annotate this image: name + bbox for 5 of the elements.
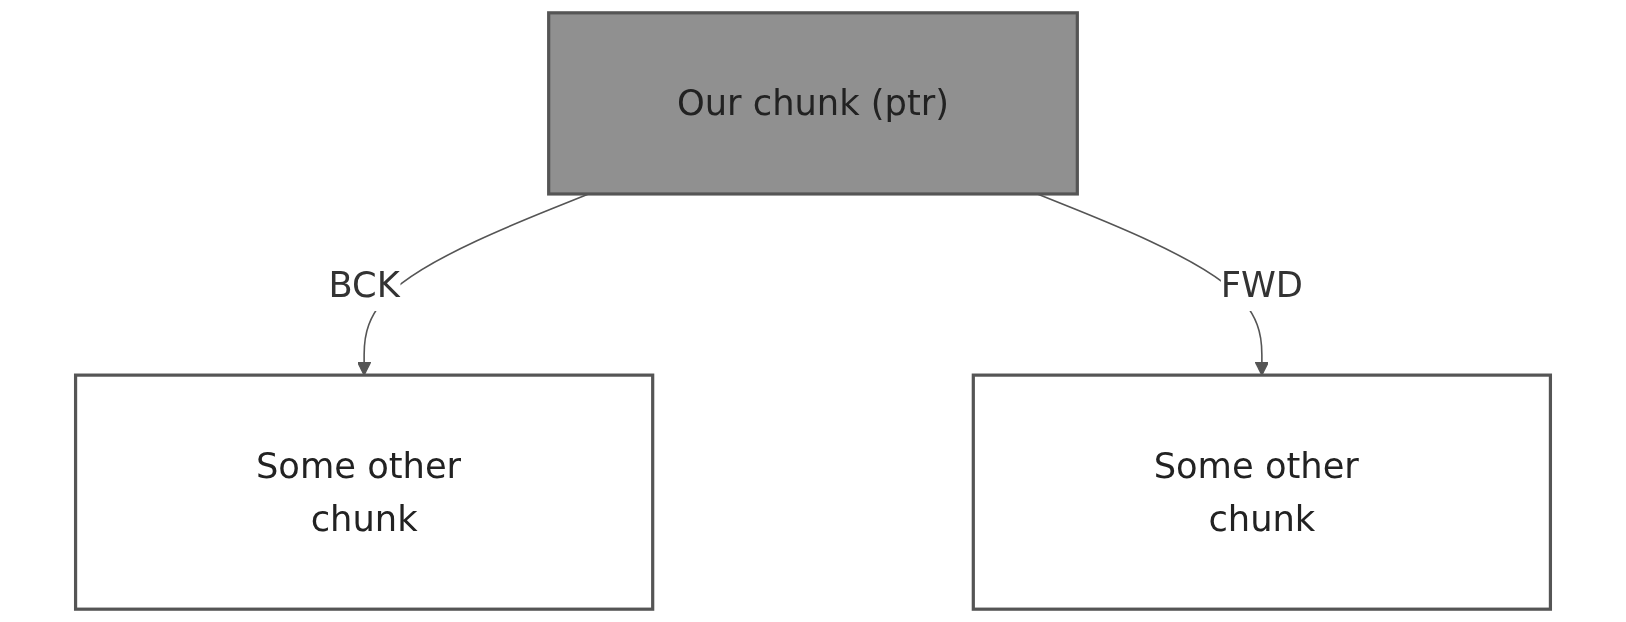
node-box: Some other chunk bbox=[971, 373, 1553, 611]
node-box: Some other chunk bbox=[73, 373, 655, 611]
edge-label: FWD bbox=[1220, 264, 1304, 305]
node-box: Our chunk (ptr) bbox=[547, 11, 1079, 196]
edge-label: BCK bbox=[328, 264, 400, 305]
